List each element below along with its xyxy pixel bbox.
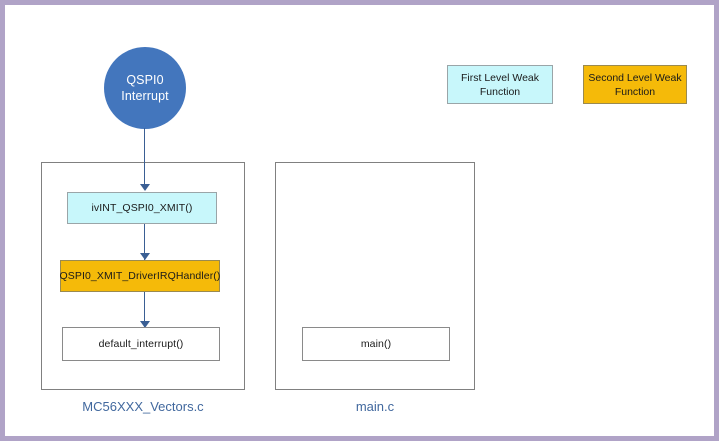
legend-item-second-level-weak-line2: Function [614, 85, 656, 98]
connector-line-handler-to-default [144, 292, 145, 328]
interrupt-source-line1: QSPI0 [126, 73, 164, 87]
function-box-ivint-qspi0-xmit-label: ivINT_QSPI0_XMIT() [91, 202, 193, 214]
interrupt-source-line2: Interrupt [121, 89, 169, 103]
connector-arrowhead-handler-to-default [140, 321, 150, 328]
file-label-main: main.c [355, 399, 395, 414]
connector-arrowhead-source-to-ivint [140, 184, 150, 191]
function-box-main: main() [302, 327, 450, 361]
legend-item-second-level-weak: Second Level Weak Function [583, 65, 687, 104]
connector-line-source-to-ivint [144, 128, 145, 185]
function-box-qspi0-xmit-driverirqhandler-label: QSPI0_XMIT_DriverIRQHandler() [59, 270, 221, 282]
legend-item-first-level-weak-line2: Function [479, 85, 521, 98]
connector-arrowhead-ivint-to-handler [140, 253, 150, 260]
legend-item-second-level-weak-line1: Second Level Weak [588, 71, 682, 84]
function-box-default-interrupt: default_interrupt() [62, 327, 220, 361]
legend-item-first-level-weak-line1: First Level Weak [461, 71, 539, 84]
interrupt-source-node: QSPI0 Interrupt [104, 47, 186, 129]
file-label-vectors: MC56XXX_Vectors.c [82, 399, 204, 414]
function-box-ivint-qspi0-xmit: ivINT_QSPI0_XMIT() [67, 192, 217, 224]
function-box-qspi0-xmit-driverirqhandler: QSPI0_XMIT_DriverIRQHandler() [59, 260, 221, 292]
function-box-default-interrupt-label: default_interrupt() [98, 338, 184, 350]
connector-line-ivint-to-handler [144, 224, 145, 260]
legend-item-first-level-weak: First Level Weak Function [447, 65, 553, 104]
function-box-main-label: main() [360, 338, 392, 350]
